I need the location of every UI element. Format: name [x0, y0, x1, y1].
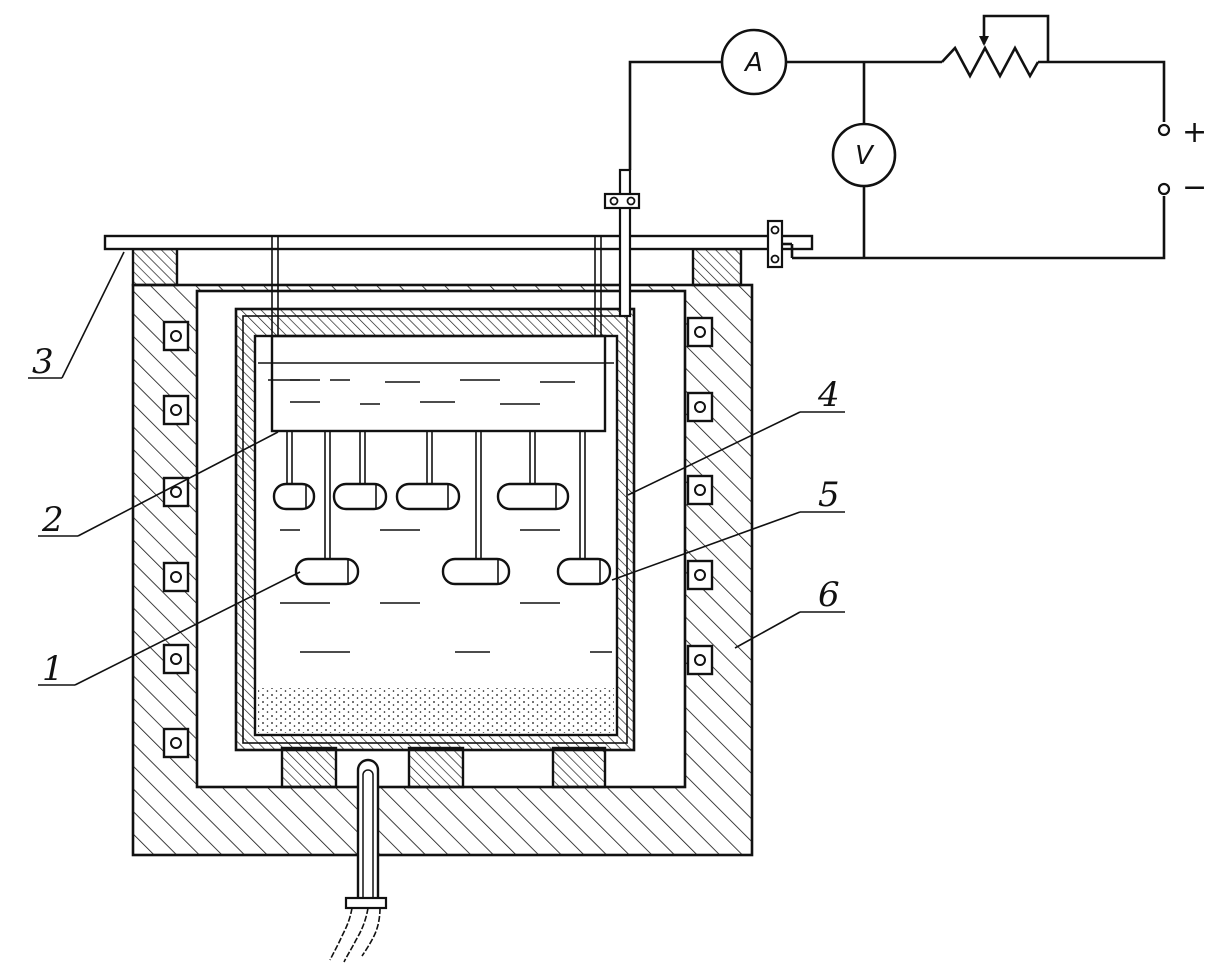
- voltmeter-symbol: V: [855, 141, 875, 171]
- terminal-minus-label: −: [1182, 170, 1207, 205]
- bottom-support-blocks: [280, 746, 607, 789]
- cathode-holder: [270, 236, 607, 433]
- callout-5: 5: [818, 475, 840, 515]
- specimens: [272, 482, 612, 586]
- thermocouple: [329, 758, 388, 963]
- ammeter: A: [720, 28, 788, 96]
- anode-rod: [603, 168, 641, 318]
- terminal-plus-label: +: [1182, 115, 1207, 150]
- ammeter-symbol: A: [743, 48, 763, 78]
- callout-4: 4: [817, 375, 840, 415]
- sediment: [258, 688, 614, 733]
- callout-3: 3: [32, 342, 54, 382]
- power-terminals: + −: [1157, 115, 1207, 205]
- voltmeter: V: [831, 122, 897, 188]
- electrolyte-surface: [258, 362, 614, 653]
- circuit-wiring: [628, 60, 1166, 260]
- rheostat: [941, 14, 1050, 79]
- heating-elements: [162, 316, 714, 759]
- callout-1: 1: [42, 649, 64, 689]
- callout-6: 6: [818, 575, 840, 615]
- cover-plate: [103, 234, 814, 251]
- top-support-blocks: [131, 247, 743, 287]
- cathode-clamp: [766, 219, 792, 269]
- callout-2: 2: [41, 500, 64, 540]
- callout-leaders: [28, 251, 845, 686]
- callout-labels: 1 2 3 4 5 6: [32, 342, 840, 689]
- specimen-hangers: [286, 431, 586, 560]
